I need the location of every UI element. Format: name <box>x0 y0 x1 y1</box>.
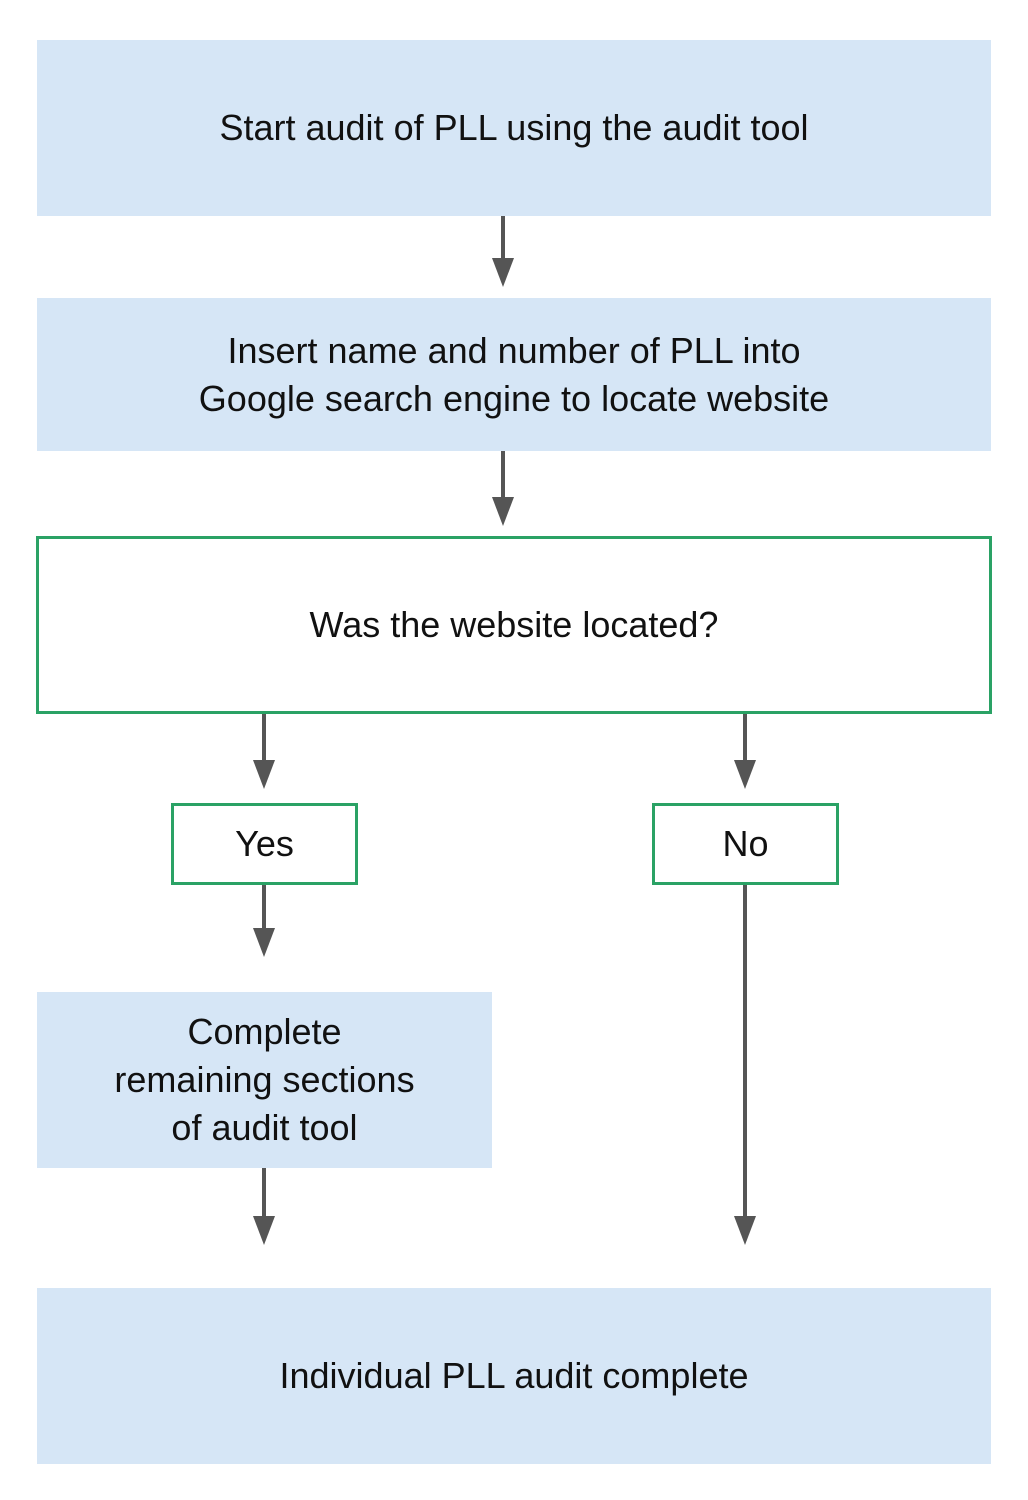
arrowhead-no <box>734 760 756 789</box>
complete-remaining-step: Complete remaining sections of audit too… <box>37 992 492 1168</box>
audit-complete-label: Individual PLL audit complete <box>279 1355 749 1396</box>
start-audit-step: Start audit of PLL using the audit tool <box>37 40 991 216</box>
website-located-label: Was the website located? <box>309 604 719 645</box>
complete-remaining-label: Complete remaining sections of audit too… <box>114 1011 415 1148</box>
arrowhead-complete <box>253 928 275 957</box>
insert-name-step: Insert name and number of PLL into Googl… <box>37 298 991 451</box>
arrowhead-insert <box>492 258 514 287</box>
audit-complete-step: Individual PLL audit complete <box>37 1288 991 1464</box>
no-label: No <box>722 823 769 864</box>
arrowhead-done-left <box>253 1216 275 1245</box>
start-audit-label: Start audit of PLL using the audit tool <box>219 107 809 148</box>
arrowhead-question <box>492 497 514 526</box>
website-located-decision: Was the website located? <box>36 536 992 714</box>
yes-label: Yes <box>235 823 294 864</box>
yes-branch: Yes <box>171 803 358 885</box>
arrowhead-done-right <box>734 1216 756 1245</box>
arrowhead-yes <box>253 760 275 789</box>
insert-name-label: Insert name and number of PLL into Googl… <box>198 329 830 419</box>
no-branch: No <box>652 803 839 885</box>
